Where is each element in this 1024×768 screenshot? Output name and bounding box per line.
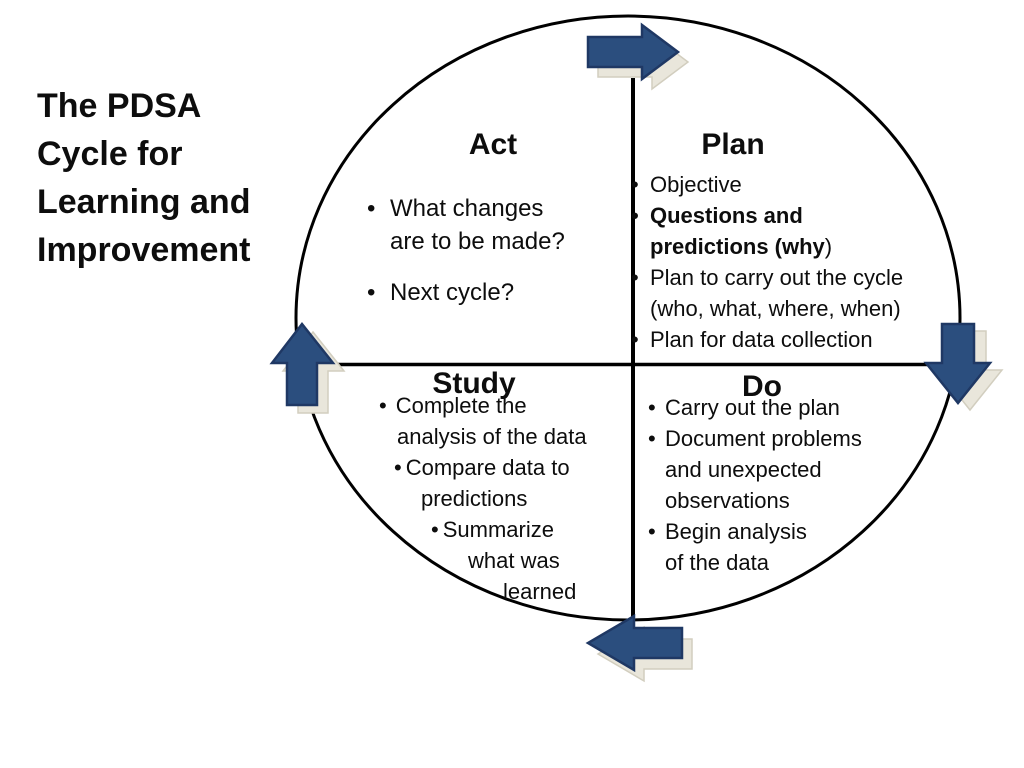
bullet-line: are to be made? xyxy=(390,228,565,255)
bullet-line: and unexpected xyxy=(665,457,822,482)
bullet-line: Document problems xyxy=(665,426,862,451)
list-item: learned xyxy=(503,576,587,607)
do-heading: Do xyxy=(742,370,782,403)
list-item: • Begin analysis of the data xyxy=(648,516,862,578)
clockwise-arrow-left-up-icon xyxy=(269,321,346,414)
bullet-line: predictions xyxy=(421,486,528,511)
plan-heading: Plan xyxy=(701,128,765,161)
bullet-line: (who, what, where, when) xyxy=(650,296,901,321)
bullet-line: Carry out the plan xyxy=(665,395,840,420)
act-heading: Act xyxy=(468,128,518,161)
do-bullet-list: • Carry out the plan • Document problems… xyxy=(648,392,862,578)
clockwise-arrow-bottom-left-icon xyxy=(585,613,693,683)
arrow-up-icon xyxy=(269,321,336,407)
bullet-marker: • xyxy=(648,426,656,451)
page-title: The PDSA Cycle for Learning and Improvem… xyxy=(37,82,251,274)
bullet-line: of the data xyxy=(665,550,769,575)
bullet-line: Plan for data collection xyxy=(650,327,873,352)
study-bullet-list: •Complete the analysis of the data •Comp… xyxy=(379,390,587,607)
bullet-line: what was xyxy=(468,548,560,573)
list-item: • Complete the xyxy=(379,390,587,421)
bullet-line: analysis of the data xyxy=(397,424,587,449)
bullet-line: Begin analysis xyxy=(665,519,807,544)
list-item: • Next cycle? xyxy=(367,276,565,309)
arrow-down-icon xyxy=(923,322,993,406)
bullet-marker: • xyxy=(379,393,387,418)
list-item: analysis of the data xyxy=(397,421,587,452)
act-bullet-list: • What changes are to be made? • Next cy… xyxy=(367,192,565,309)
bullet-marker: • xyxy=(648,519,656,544)
bullet-line: Plan to carry out the cycle xyxy=(650,265,904,290)
bullet-marker: • xyxy=(631,327,639,352)
bullet-line-bold-part: predictions (why xyxy=(650,234,825,259)
list-item: •Summarize xyxy=(431,514,587,545)
list-item: • Questions and predictions (why) xyxy=(631,200,903,262)
clockwise-arrow-right-down-icon xyxy=(923,322,1004,412)
bullet-marker: • xyxy=(431,517,439,542)
list-item: • Objective xyxy=(631,169,903,200)
bullet-line: observations xyxy=(665,488,790,513)
study-heading: Study xyxy=(432,367,516,400)
list-item: • What changes are to be made? xyxy=(367,192,565,258)
bullet-line: Objective xyxy=(650,172,742,197)
bullet-line: Compare data to xyxy=(405,455,570,480)
bullet-line: predictions (why) xyxy=(650,231,832,262)
bullet-marker: • xyxy=(648,395,656,420)
bullet-line: Next cycle? xyxy=(390,279,515,306)
list-item: •Compare data to xyxy=(394,452,587,483)
arrow-left-icon xyxy=(585,613,684,673)
plan-bullet-list: • Objective • Questions and predictions … xyxy=(631,169,903,355)
list-item: • Plan for data collection xyxy=(631,324,903,355)
list-item: • Document problems and unexpected obser… xyxy=(648,423,862,516)
title-line: Learning and xyxy=(37,183,251,221)
title-line: The PDSA xyxy=(37,87,202,125)
bullet-line: Summarize xyxy=(442,517,554,542)
bullet-line: Complete the xyxy=(395,393,527,418)
bullet-marker: • xyxy=(367,195,376,222)
bullet-marker: • xyxy=(367,279,376,306)
bullet-marker: • xyxy=(631,172,639,197)
bullet-line-regular-part: ) xyxy=(824,234,833,259)
list-item: • Carry out the plan xyxy=(648,392,862,423)
list-item: what was xyxy=(468,545,587,576)
bullet-line: learned xyxy=(503,579,577,604)
bullet-line: Questions and xyxy=(650,203,803,228)
bullet-marker: • xyxy=(631,203,639,228)
clockwise-arrow-top-right-icon xyxy=(586,22,690,91)
bullet-marker: • xyxy=(394,455,402,480)
bullet-marker: • xyxy=(631,265,639,290)
title-line: Improvement xyxy=(37,231,251,269)
bullet-line: What changes xyxy=(390,195,544,222)
list-item: predictions xyxy=(421,483,587,514)
arrow-right-icon xyxy=(586,22,681,82)
title-line: Cycle for xyxy=(37,135,183,173)
list-item: • Plan to carry out the cycle (who, what… xyxy=(631,262,903,324)
